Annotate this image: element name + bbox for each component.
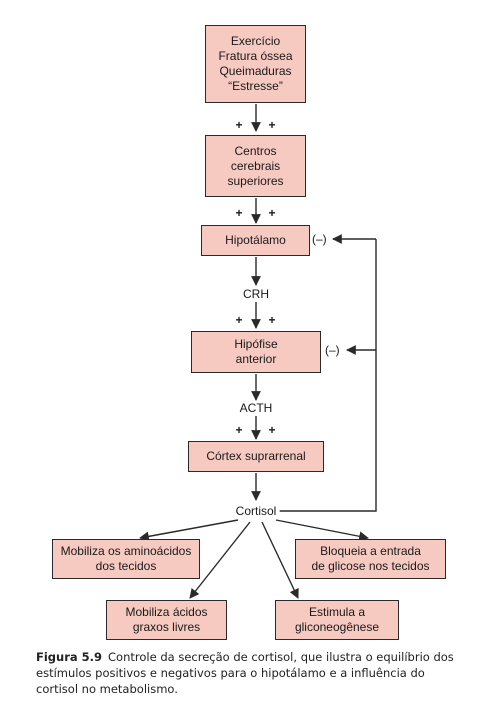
stimuli-box: Exercício Fratura óssea Queimaduras “Est… [205,25,306,103]
negative-feedback-hypothalamus: (–) [312,232,327,246]
amino-acids-line-1: Mobiliza os aminoácidos [60,544,192,558]
pituitary-line-2: anterior [235,352,277,366]
fatty-acids-box: Mobiliza ácidos graxos livres [106,600,227,640]
plus-sign: + [268,423,276,437]
arrow-cortisol-glucose-block [275,519,369,542]
hypothalamus-box: Hipotálamo [201,225,310,256]
hypothalamus-label: Hipotálamo [225,233,286,247]
gluconeogenesis-line-2: gliconeogênese [294,620,380,634]
pituitary-line-1: Hipófise [234,337,278,351]
arrow-cortisol-fatty-acids [189,521,251,599]
plus-sign: + [268,206,276,220]
cortisol-label: Cortisol [232,504,280,518]
plus-sign: + [268,313,276,327]
higher-centers-line-1: Centros [234,143,277,158]
gluconeogenesis-box: Estimula a gliconeogênese [275,600,399,640]
higher-centers-line-3: superiores [227,173,284,188]
plus-sign: + [235,423,243,437]
fatty-acids-line-2: graxos livres [132,620,201,634]
adrenal-cortex-label: Córtex suprarrenal [206,449,306,463]
amino-acids-box: Mobiliza os aminoácidos dos tecidos [52,539,200,579]
figure-caption-label: Figura 5.9 [36,650,103,664]
glucose-block-line-1: Bloqueia a entrada [320,544,421,558]
adrenal-cortex-box: Córtex suprarrenal [188,441,324,472]
higher-centers-line-2: cerebrais [230,158,281,173]
higher-centers-box: Centros cerebrais superiores [205,135,306,197]
stimulus-stress: “Estresse” [228,79,283,93]
gluconeogenesis-line-1: Estimula a [308,605,366,619]
arrow-cortisol-amino-acids [139,519,239,542]
glucose-block-box: Bloqueia a entrada de glicose nos tecido… [295,539,446,579]
amino-acids-line-2: dos tecidos [95,559,157,573]
feedback-line [278,239,377,512]
stimulus-burns: Queimaduras [219,64,292,78]
stimulus-exercise: Exercício [230,34,281,48]
pituitary-box: Hipófise anterior [191,331,321,373]
acth-label: ACTH [239,401,273,415]
plus-sign: + [268,118,276,132]
glucose-block-line-2: de glicose nos tecidos [311,559,430,573]
plus-sign: + [235,206,243,220]
fatty-acids-line-1: Mobiliza ácidos [125,605,208,619]
arrow-cortisol-gluconeogenesis [261,521,299,599]
figure-caption-text: Controle da secreção de cortisol, que il… [36,650,454,696]
negative-feedback-pituitary: (–) [325,343,340,357]
plus-sign: + [235,118,243,132]
stimulus-bone-fracture: Fratura óssea [218,49,293,63]
plus-sign: + [235,313,243,327]
crh-label: CRH [243,287,269,301]
